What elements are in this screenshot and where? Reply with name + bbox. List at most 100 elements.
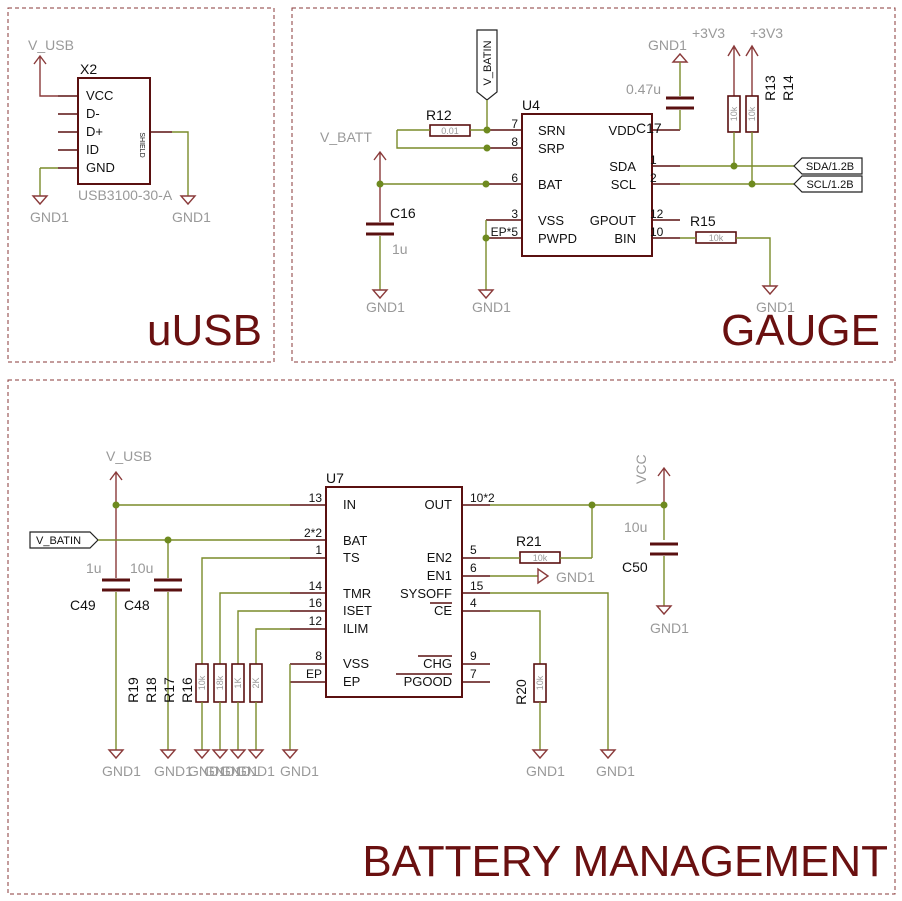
u4-name: U4 <box>522 97 540 113</box>
u4-pin-bin: BIN <box>614 231 636 246</box>
v-batin-flag-gauge <box>476 29 498 101</box>
ground-icon <box>247 749 265 760</box>
bm-gnd-r16: GND1 <box>236 763 275 779</box>
junction-dots <box>112 126 756 544</box>
capacitor-c17 <box>666 96 694 110</box>
bm-gnd-r18: GND1 <box>204 763 243 779</box>
bm-gnd-r17: GND1 <box>220 763 259 779</box>
x2-pin-id: ID <box>86 142 99 157</box>
u7-pin-out: OUT <box>425 497 453 512</box>
u7-pin-ilim: ILIM <box>343 621 368 636</box>
r15-name: R15 <box>690 213 716 229</box>
capacitor-c49 <box>102 578 130 592</box>
bm-gnd-c50: GND1 <box>650 620 689 636</box>
bm-batin-label: V_BATIN <box>36 535 81 547</box>
r14-name: R14 <box>780 75 796 101</box>
u4-pin-sda: SDA <box>609 159 636 174</box>
u7-num-vss: 8 <box>315 649 322 663</box>
u4-num-sda: 1 <box>650 153 657 167</box>
ground-icon <box>107 749 125 760</box>
gauge-gnd-c17: GND1 <box>648 37 687 53</box>
u7-pin-en1: EN1 <box>427 568 452 583</box>
u7-num-iset: 16 <box>309 596 323 610</box>
ground-icon <box>229 749 247 760</box>
ground-icon <box>671 52 689 63</box>
gauge-vbatt-label: V_BATT <box>320 129 372 145</box>
u7-pin-ts: TS <box>343 550 360 565</box>
u7-num-in: 13 <box>309 491 323 505</box>
r16-name: R16 <box>179 677 195 703</box>
bm-gnd-en1: GND1 <box>556 569 595 585</box>
ground-icon <box>761 285 779 296</box>
r21-name: R21 <box>516 533 542 549</box>
u7-pin-bat: BAT <box>343 533 367 548</box>
u4-num-bat: 6 <box>511 171 518 185</box>
r16-value: 2K <box>251 677 261 688</box>
usb-section: X2 USB3100-30-A SHIELD VCC D- D+ ID GND … <box>28 37 211 225</box>
battery-section: U7 IN BAT TS TMR ISET ILIM VSS EP 13 2*2… <box>29 448 689 779</box>
u7-num-en1: 6 <box>470 561 477 575</box>
gauge-ic-u4 <box>521 113 653 257</box>
capacitor-c50 <box>650 542 678 556</box>
ground-icon <box>371 289 389 300</box>
charger-ic-u7 <box>325 486 463 698</box>
u7-pin-ep: EP <box>343 674 360 689</box>
c50-name: C50 <box>622 559 648 575</box>
u4-pin-bat: BAT <box>538 177 562 192</box>
u7-num-ts: 1 <box>315 543 322 557</box>
r12-value: 0.01 <box>441 126 459 136</box>
r18-name: R18 <box>143 677 159 703</box>
ground-icon <box>477 289 495 300</box>
u4-pin-vss: VSS <box>538 213 564 228</box>
u4-num-srp: 8 <box>511 135 518 149</box>
u7-pin-en2: EN2 <box>427 550 452 565</box>
vusb-arrow-icon <box>33 54 58 97</box>
u4-num-bin: 10 <box>650 225 664 239</box>
bm-gnd-vss: GND1 <box>280 763 319 779</box>
u4-num-pwpd: EP*5 <box>491 225 519 239</box>
r12-name: R12 <box>426 107 452 123</box>
u7-pin-ce: CE <box>434 603 452 618</box>
u4-num-scl: 2 <box>650 171 657 185</box>
u7-num-tmr: 14 <box>309 579 323 593</box>
capacitor-c16 <box>366 222 394 236</box>
3v3-arrow-icon <box>727 44 759 96</box>
u7-num-pgood: 7 <box>470 667 477 681</box>
ground-icon <box>599 749 617 760</box>
battery-frame <box>7 379 896 895</box>
x2-shield-label: SHIELD <box>138 132 145 157</box>
r13-value: 10k <box>729 106 739 121</box>
gauge-gnd-r15: GND1 <box>756 299 795 315</box>
usb-gnd-left: GND1 <box>30 209 69 225</box>
u7-pin-sysoff: SYSOFF <box>400 586 452 601</box>
usb-frame <box>7 7 275 363</box>
u7-num-ep: EP <box>306 667 322 681</box>
bm-vusb-label: V_USB <box>106 448 152 464</box>
gauge-section: U4 SRN SRP BAT VSS PWPD 7 8 6 3 EP*5 VDD… <box>320 25 863 315</box>
sda-net-flag <box>793 157 863 175</box>
usb-gnd-right: GND1 <box>172 209 211 225</box>
c48-value: 10u <box>130 560 153 576</box>
bm-gnd-sysoff: GND1 <box>596 763 635 779</box>
ground-icon <box>31 195 49 206</box>
capacitor-c48 <box>154 578 182 592</box>
u7-pin-vss: VSS <box>343 656 369 671</box>
u4-num-srn: 7 <box>511 117 518 131</box>
u7-pin-in: IN <box>343 497 356 512</box>
ground-icon <box>531 749 549 760</box>
x2-pin-gnd: GND <box>86 160 115 175</box>
u4-num-gpout: 12 <box>650 207 664 221</box>
c50-value: 10u <box>624 519 647 535</box>
c16-value: 1u <box>392 241 408 257</box>
section-title-gauge: GAUGE <box>721 306 880 355</box>
r15-value: 10k <box>709 233 724 243</box>
r13-name: R13 <box>762 75 778 101</box>
gauge-sda-label: SDA/1.2B <box>806 161 854 173</box>
r17-value: 1K <box>233 677 243 688</box>
u7-pin-pgood: PGOOD <box>404 674 452 689</box>
gauge-frame <box>291 7 896 363</box>
u7-num-bat: 2*2 <box>304 526 322 540</box>
u4-pin-vdd: VDD <box>609 123 636 138</box>
gauge-3v3-a: +3V3 <box>692 25 725 41</box>
